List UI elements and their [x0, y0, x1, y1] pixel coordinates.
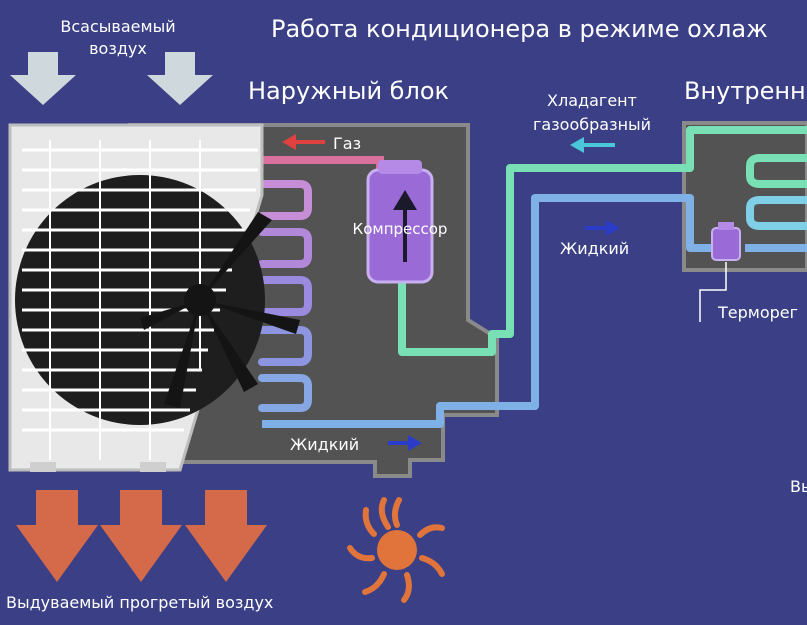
- sun-icon: [347, 497, 445, 603]
- indoor-unit-label: Внутренн: [684, 77, 806, 105]
- thermo-valve-label: Терморег: [717, 303, 798, 322]
- liquid-upper-label: Жидкий: [560, 239, 629, 258]
- right-cut-label: Вь: [790, 477, 807, 496]
- gas-label: Газ: [333, 134, 361, 153]
- gas-return-pipe: [398, 126, 807, 356]
- outdoor-unit-label: Наружный блок: [248, 77, 449, 105]
- refrigerant-gas-label-1: Хладагент: [547, 91, 637, 110]
- refrigerant-gas-label-2: газообразный: [533, 115, 651, 134]
- intake-arrow-icon: [10, 52, 213, 105]
- liquid-lower-label: Жидкий: [290, 435, 359, 454]
- condenser-coils: [258, 180, 312, 412]
- compressor-label: Компрессор: [353, 220, 448, 238]
- refrigerant-gas-arrow: [570, 137, 615, 153]
- liquid-pipe: [262, 194, 715, 428]
- thermo-valve-icon: [711, 222, 741, 261]
- fan-icon: [140, 212, 300, 408]
- thermo-valve-callout: [699, 262, 727, 322]
- intake-air-label-2: воздух: [89, 39, 147, 58]
- evaporator-coils: [745, 154, 807, 252]
- liquid-upper-arrow: [585, 220, 620, 236]
- page-title: Работа кондиционера в режиме охлаж: [271, 15, 768, 43]
- exhaust-air-label: Выдуваемый прогретый воздух: [6, 593, 273, 612]
- exhaust-arrow-icon: [16, 490, 267, 582]
- liquid-lower-arrow: [388, 435, 422, 451]
- compressor-icon: [366, 160, 434, 284]
- intake-air-label-1: Всасываемый: [60, 17, 175, 36]
- gas-flow-arrow: [282, 134, 325, 150]
